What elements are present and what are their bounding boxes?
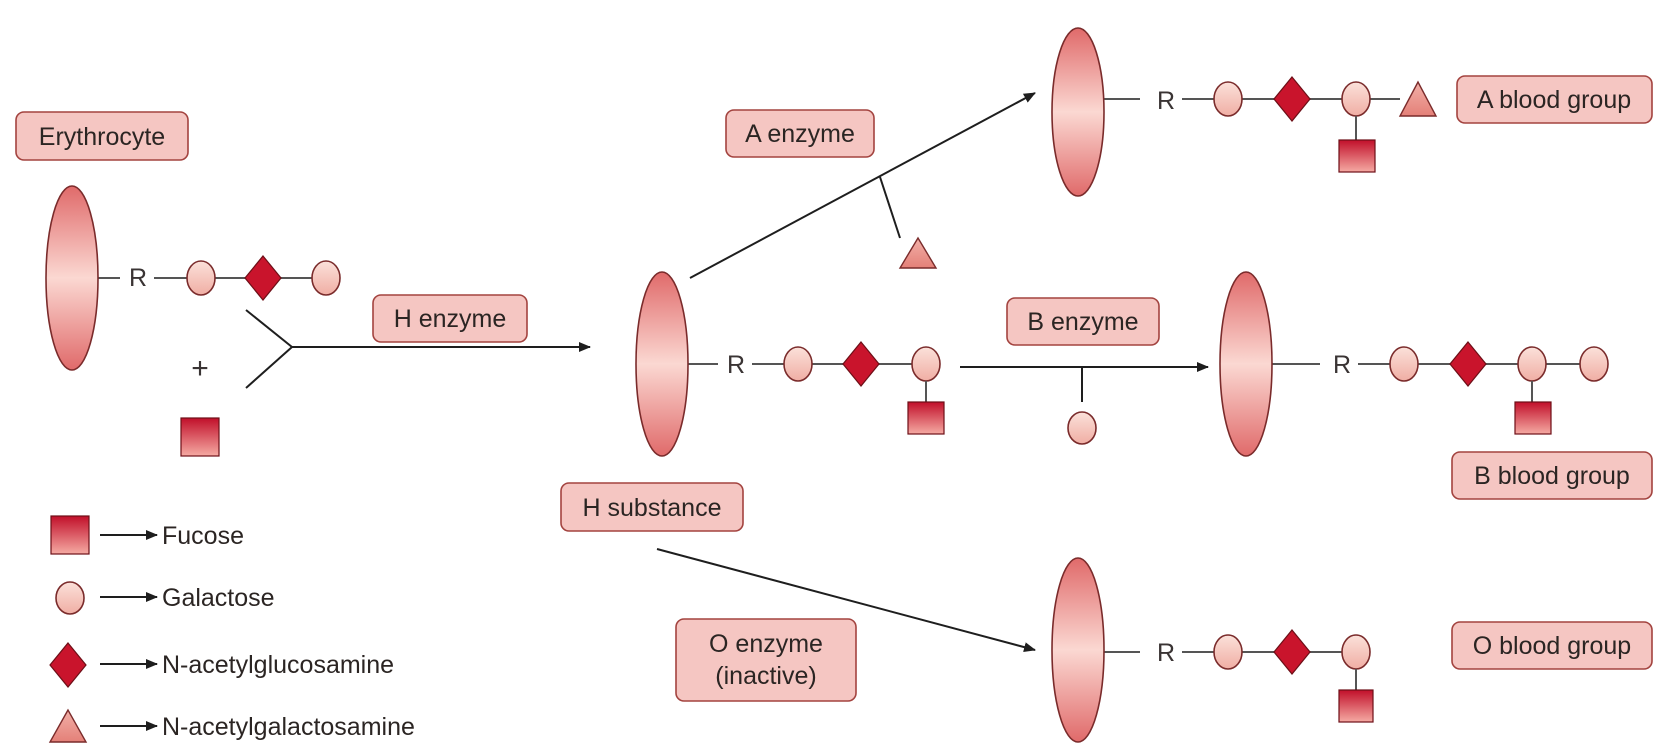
galnac-substrate-icon	[898, 236, 938, 269]
galactose-icon	[1389, 346, 1419, 382]
fucose-icon	[1514, 401, 1552, 435]
label-a-blood-group: A blood group	[1456, 75, 1653, 124]
svg-text:A blood group: A blood group	[1477, 86, 1631, 114]
merge-line-lower	[245, 346, 293, 389]
galactose-icon	[1341, 81, 1371, 117]
galactose-icon	[1213, 81, 1243, 117]
galactose-icon	[911, 346, 941, 382]
nag-icon	[244, 255, 282, 301]
b-group-structure: R	[1219, 271, 1609, 457]
label-h-enzyme: H enzyme	[372, 294, 528, 343]
fucose-icon	[50, 515, 90, 555]
cell-icon	[1051, 27, 1105, 197]
cell-icon	[1219, 271, 1273, 457]
fucose-icon	[1338, 689, 1374, 723]
galnac-icon	[1398, 80, 1438, 117]
legend-item-nag: N-acetylglucosamine	[49, 642, 394, 688]
label-erythrocyte: Erythrocyte	[15, 111, 189, 161]
fucose-icon	[1338, 139, 1376, 173]
svg-text:H substance: H substance	[583, 494, 722, 522]
arrows	[245, 92, 1209, 652]
chain-link-r: R	[1157, 87, 1175, 115]
galnac-icon	[48, 708, 88, 743]
galactose-icon	[311, 260, 341, 296]
chain-link-r: R	[1157, 639, 1175, 667]
chain-link-r: R	[129, 264, 147, 292]
legend-item-fucose: Fucose	[50, 515, 244, 555]
galactose-icon	[1213, 634, 1243, 670]
galactose-icon	[186, 260, 216, 296]
chain-link-r: R	[1333, 351, 1351, 379]
a-group-structure: R	[1051, 27, 1438, 197]
svg-text:B blood group: B blood group	[1474, 462, 1630, 490]
h-substance-structure: R	[635, 271, 945, 457]
o-group-structure: R	[1051, 557, 1374, 743]
galactose-icon	[1341, 634, 1371, 670]
merge-line-upper	[245, 309, 293, 348]
svg-text:B enzyme: B enzyme	[1027, 308, 1138, 336]
cell-icon	[1051, 557, 1105, 743]
legend-item-galnac: N-acetylgalactosamine	[48, 708, 415, 743]
chain-link-r: R	[727, 351, 745, 379]
legend-item-galactose: Galactose	[55, 581, 275, 615]
svg-text:N-acetylgalactosamine: N-acetylgalactosamine	[162, 713, 415, 741]
nag-icon	[1273, 629, 1311, 675]
label-a-enzyme: A enzyme	[725, 109, 875, 158]
svg-text:A enzyme: A enzyme	[745, 120, 855, 148]
legend: Fucose Galactose N-acetylglucosamine N-a…	[48, 515, 415, 743]
o-enzyme-arrow	[656, 548, 1036, 652]
svg-text:Fucose: Fucose	[162, 522, 244, 550]
svg-text:H enzyme: H enzyme	[394, 305, 507, 333]
cell-icon	[45, 185, 99, 371]
a-enzyme-substrate-line	[879, 176, 901, 239]
svg-text:O blood group: O blood group	[1473, 632, 1631, 660]
nag-icon	[1449, 341, 1487, 387]
nag-icon	[49, 642, 87, 688]
svg-text:Erythrocyte: Erythrocyte	[39, 123, 165, 151]
plus-sign: +	[191, 352, 209, 385]
label-h-substance: H substance	[560, 482, 744, 532]
label-o-blood-group: O blood group	[1451, 621, 1653, 670]
erythrocyte-initial: R	[45, 185, 341, 371]
galactose-icon	[55, 581, 85, 615]
galactose-icon	[783, 346, 813, 382]
cell-icon	[635, 271, 689, 457]
svg-text:O enzyme: O enzyme	[709, 630, 823, 658]
label-b-enzyme: B enzyme	[1006, 297, 1160, 346]
galactose-substrate-icon	[1067, 411, 1097, 445]
label-b-blood-group: B blood group	[1451, 451, 1653, 500]
nag-icon	[842, 341, 880, 387]
nag-icon	[1273, 76, 1311, 122]
fucose-icon	[907, 401, 945, 435]
galactose-icon	[1579, 346, 1609, 382]
galactose-icon	[1517, 346, 1547, 382]
fucose-icon	[180, 417, 220, 457]
svg-text:Galactose: Galactose	[162, 584, 275, 612]
label-o-enzyme: O enzyme (inactive)	[675, 618, 857, 702]
svg-text:N-acetylglucosamine: N-acetylglucosamine	[162, 651, 394, 679]
a-enzyme-arrow	[689, 92, 1036, 279]
svg-text:(inactive): (inactive)	[715, 662, 816, 690]
